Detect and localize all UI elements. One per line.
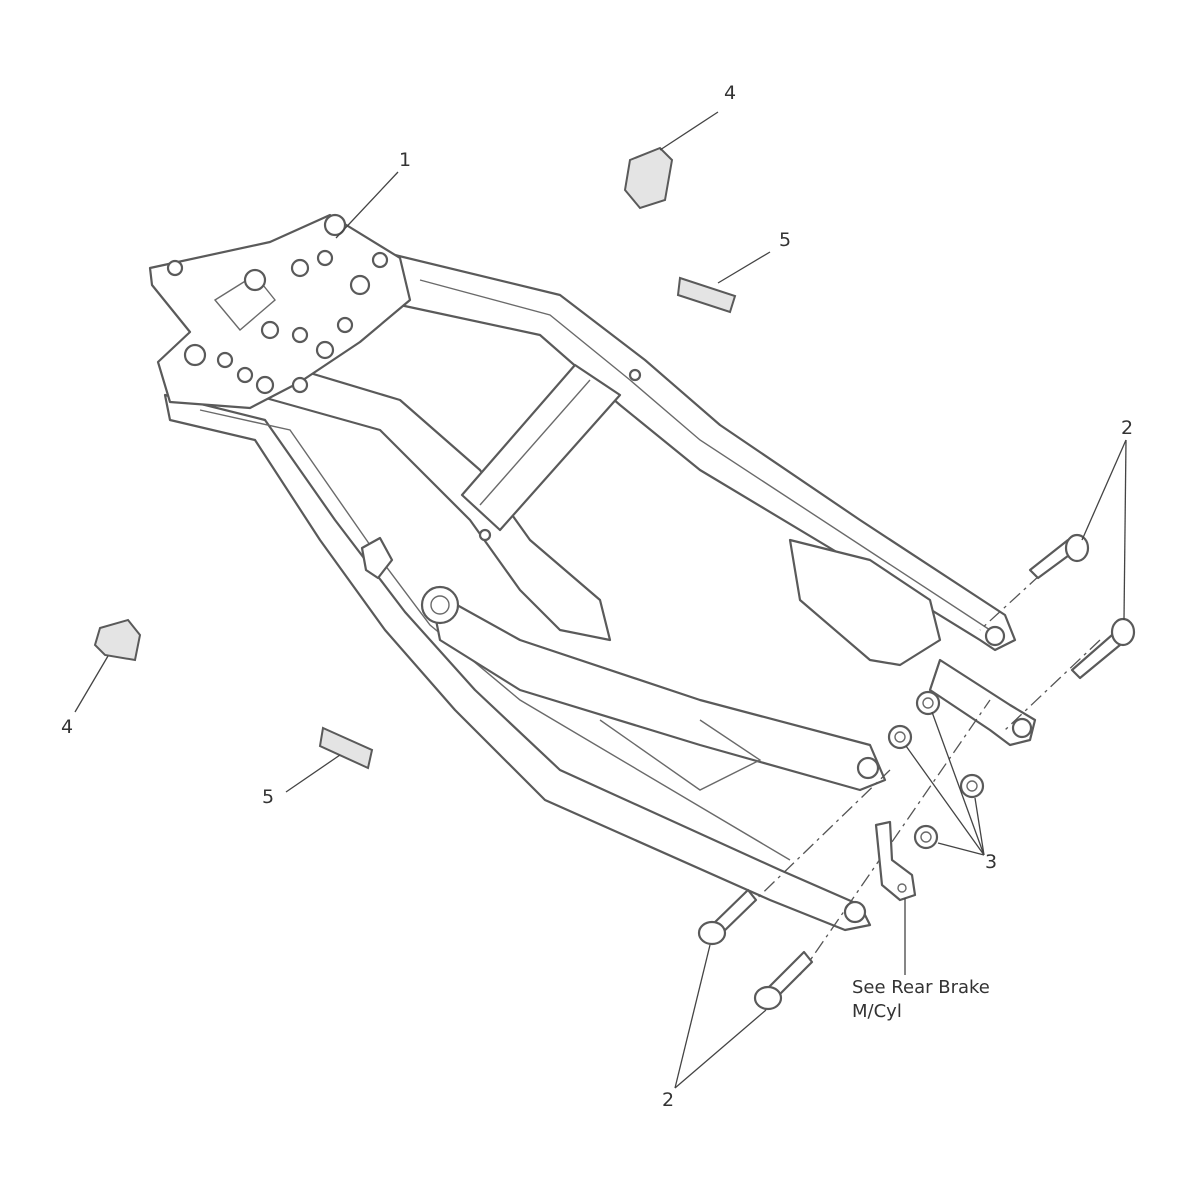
callout-5-left: 5 xyxy=(262,786,275,808)
brake-bracket xyxy=(874,820,917,902)
callout-4-top: 4 xyxy=(724,82,737,104)
leader-lines xyxy=(74,111,1127,1089)
rubber-bumper-top xyxy=(623,146,674,210)
see-rear-brake-note: See Rear Brake M/Cyl xyxy=(852,976,990,1024)
pad-left xyxy=(318,726,374,770)
note-line-1: See Rear Brake xyxy=(852,977,990,998)
subframe xyxy=(148,213,1037,932)
callout-4-left: 4 xyxy=(61,716,74,738)
callout-1: 1 xyxy=(399,149,412,171)
callout-2-bottom: 2 xyxy=(662,1089,675,1111)
mounting-holes xyxy=(166,213,642,542)
note-line-2: M/Cyl xyxy=(852,1001,902,1022)
callout-2-right: 2 xyxy=(1121,417,1134,439)
bolt-right-lower xyxy=(1070,617,1136,680)
nuts xyxy=(887,690,985,850)
pad-top xyxy=(676,276,737,314)
bolt-bottom-lower xyxy=(753,950,814,1011)
callout-3: 3 xyxy=(985,851,998,873)
bolt-right-upper xyxy=(1028,533,1090,580)
rubber-bumper-left xyxy=(93,618,142,662)
callout-5-top: 5 xyxy=(779,229,792,251)
bolt-bottom-upper xyxy=(697,888,758,946)
